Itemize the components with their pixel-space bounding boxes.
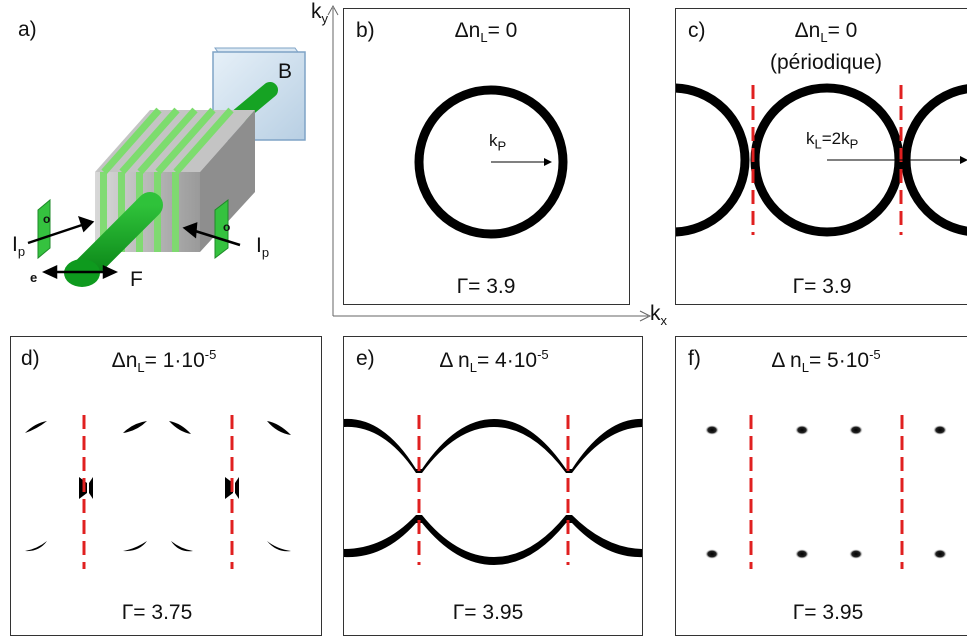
panel-c-plot <box>676 83 967 237</box>
panel-e-gamma: Γ= 3.95 <box>452 601 524 624</box>
panel-d: d) ΔnL= 1·10-5 Γ= 3.75 <box>10 336 322 636</box>
panel-d-gamma: Γ= 3.75 <box>121 601 193 624</box>
panel-e: e) Δ nL= 4·10-5 Γ= 3.95 <box>343 336 643 636</box>
panel-b-title: ΔnL= 0 <box>454 19 518 46</box>
circle-left <box>676 83 750 237</box>
label-f: F <box>130 268 143 291</box>
label-o-left: o <box>43 212 51 226</box>
panel-a-label: a) <box>18 18 37 41</box>
panel-b: b) ΔnL= 0 kP Γ= 3.9 <box>343 8 630 305</box>
panel-f-gamma: Γ= 3.95 <box>792 601 864 624</box>
panel-c: c) ΔnL= 0 (périodique) kL=2kP Γ= 3.9 <box>675 8 967 305</box>
panel-e-label: e) <box>356 347 375 370</box>
panel-c-title: ΔnL= 0 <box>794 19 858 46</box>
panel-a: a) <box>0 0 330 320</box>
panel-c-label: c) <box>688 19 706 42</box>
fermi-circle <box>414 85 568 239</box>
label-ip-right: Ip <box>256 234 270 261</box>
polarizer-left-shape <box>37 198 51 260</box>
label-ip-left: Ip <box>12 233 26 260</box>
ky-axis-label: ky <box>311 0 328 27</box>
label-o-right: o <box>223 220 231 234</box>
kx-axis-label: kx <box>650 302 667 329</box>
panel-f-title: Δ nL= 5·10-5 <box>771 347 881 376</box>
panel-f: f) Δ nL= 5·10-5 Γ= 3.95 <box>675 336 967 636</box>
kp-label: kP <box>489 131 507 154</box>
panel-e-title: Δ nL= 4·10-5 <box>439 347 549 376</box>
panel-d-plot <box>25 415 291 569</box>
panel-f-plot <box>705 415 947 569</box>
label-e: e <box>30 270 38 285</box>
optical-fiber-setup-illustration <box>27 47 306 287</box>
kl-label: kL=2kP <box>806 129 859 152</box>
label-b: B <box>278 60 293 83</box>
panel-b-gamma: Γ= 3.9 <box>456 275 516 298</box>
panel-e-plot <box>344 415 642 565</box>
panel-c-subtitle: (périodique) <box>769 51 883 74</box>
panel-c-gamma: Γ= 3.9 <box>792 275 852 298</box>
polarizer-right-shape <box>214 198 229 260</box>
panel-b-plot <box>414 85 568 239</box>
panel-d-title: ΔnL= 1·10-5 <box>111 347 217 376</box>
panel-b-label: b) <box>356 19 375 42</box>
panel-f-label: f) <box>688 347 701 370</box>
panel-d-label: d) <box>21 347 40 370</box>
